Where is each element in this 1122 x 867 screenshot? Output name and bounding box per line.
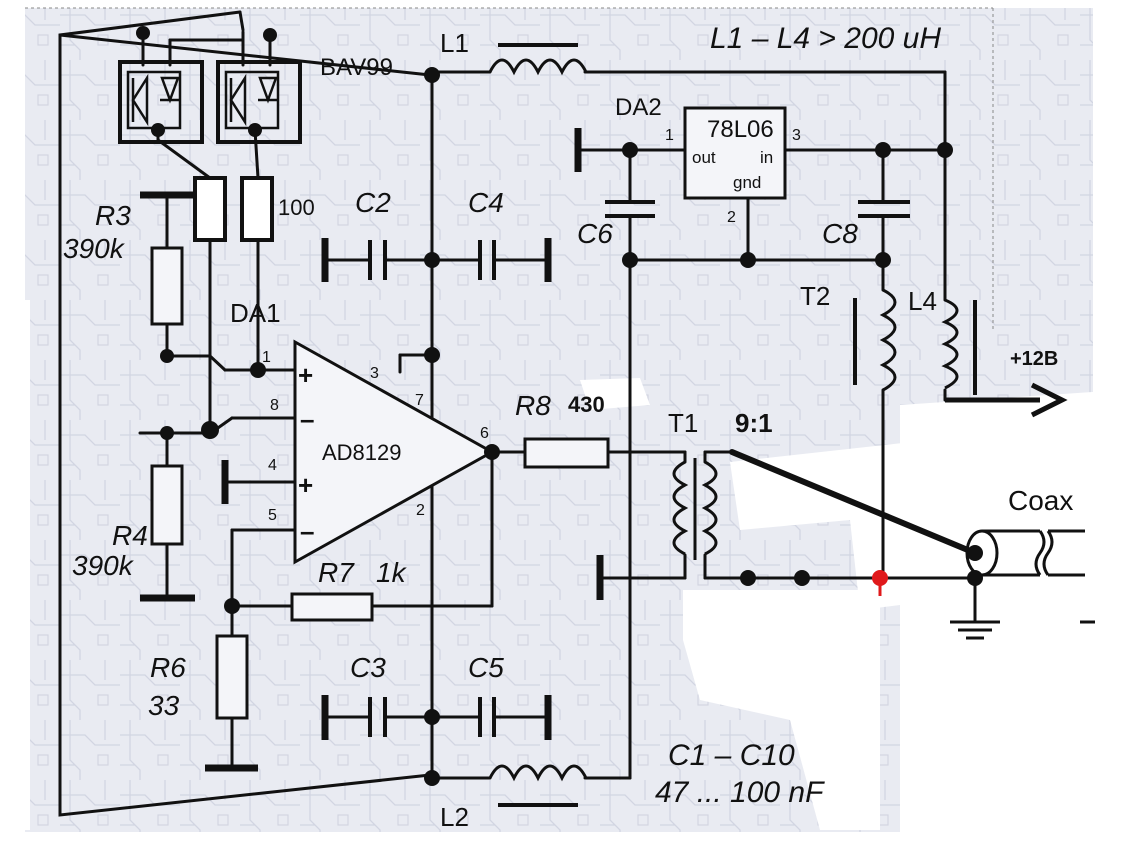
label-pin6: 6 <box>480 425 489 442</box>
opamp-in2-plus: + <box>298 470 313 500</box>
labels: L1 – L4 > 200 uH BAV99 L1 100 R3 390k DA… <box>63 22 1073 832</box>
bav99-diodes <box>118 60 302 144</box>
label-coax: Coax <box>1008 485 1073 516</box>
label-r3-name: R3 <box>95 200 131 231</box>
white-patch-bottom <box>683 590 880 830</box>
label-r7-value: 1k <box>376 557 408 588</box>
opamp-da1 <box>293 339 496 565</box>
label-r6-name: R6 <box>150 652 186 683</box>
opamp-in2-minus: – <box>300 516 314 546</box>
label-c3: C3 <box>350 652 386 683</box>
inductors <box>488 43 977 807</box>
label-l2: L2 <box>440 802 469 832</box>
label-pin7: 7 <box>415 392 424 409</box>
label-c8: C8 <box>822 218 858 249</box>
label-da1: DA1 <box>230 298 281 328</box>
label-r7-name: R7 <box>318 557 355 588</box>
label-78l06: 78L06 <box>707 116 774 143</box>
capacitor-spec-line1: C1 – C10 <box>668 739 795 772</box>
label-da2-out: out <box>692 148 716 167</box>
label-c5: C5 <box>468 652 504 683</box>
label-r4-name: R4 <box>112 520 148 551</box>
white-patch-right <box>900 390 1122 867</box>
label-r4-value: 390k <box>72 550 135 581</box>
regulator-da2 <box>683 106 787 200</box>
capacitor-plates <box>368 200 910 737</box>
label-c4: C4 <box>468 187 504 218</box>
white-patch-r8 <box>580 378 650 410</box>
label-l1: L1 <box>440 28 469 58</box>
output-arrow-head <box>1030 382 1068 418</box>
label-da2: DA2 <box>615 94 662 121</box>
label-t1: T1 <box>668 408 698 438</box>
label-pin1: 1 <box>262 349 271 366</box>
junction-nodes <box>136 26 983 786</box>
label-r3-value: 390k <box>63 233 126 264</box>
opamp-in1-plus: + <box>298 360 313 390</box>
label-r8-value: 430 <box>568 392 605 417</box>
label-da2-pin1: 1 <box>665 127 674 144</box>
white-patch-left <box>0 300 30 830</box>
label-bav99: BAV99 <box>320 54 393 81</box>
label-da2-pin3: 3 <box>792 127 801 144</box>
chassis-ground <box>950 620 1095 640</box>
label-pin8: 8 <box>270 397 279 414</box>
label-pin4: 4 <box>268 457 277 474</box>
label-da2-in: in <box>760 148 773 167</box>
opamp-in1-minus: – <box>300 404 314 434</box>
label-r6-value: 33 <box>148 690 180 721</box>
label-c2: C2 <box>355 187 391 218</box>
label-pin2: 2 <box>416 502 425 519</box>
label-pin3: 3 <box>370 365 379 382</box>
label-c6: C6 <box>577 218 613 249</box>
capacitor-spec-line2: 47 ... 100 nF <box>655 776 825 809</box>
label-pin5: 5 <box>268 507 277 524</box>
t1-secondary-lead <box>729 449 978 556</box>
label-ad8129: AD8129 <box>322 440 402 465</box>
label-supply: +12B <box>1010 348 1058 370</box>
label-l4: L4 <box>908 286 937 316</box>
label-100-ohm: 100 <box>278 195 315 220</box>
label-t2: T2 <box>800 281 830 311</box>
label-da2-gnd: gnd <box>733 173 761 192</box>
white-patch-middle <box>730 440 955 610</box>
inductor-spec-note: L1 – L4 > 200 uH <box>710 22 941 55</box>
label-r8-name: R8 <box>515 390 551 421</box>
resistors <box>150 246 610 720</box>
label-da2-pin2: 2 <box>727 209 736 226</box>
resistors-100-ohm <box>193 176 274 242</box>
ground-bars <box>140 128 604 772</box>
label-t1-ratio: 9:1 <box>735 408 773 438</box>
